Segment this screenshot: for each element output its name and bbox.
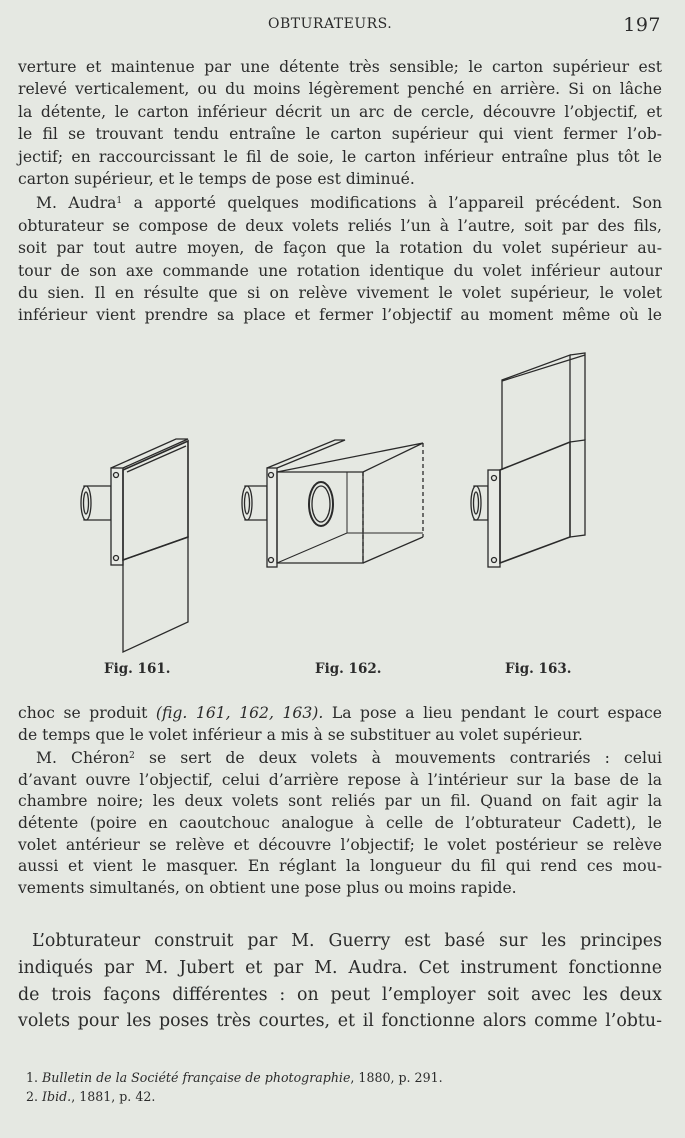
text-line: la détente, le carton inférieur décrit u… — [18, 102, 662, 121]
footnote-number: 1. — [26, 1070, 39, 1085]
figure-reference: (fig. 161, 162, 163). — [155, 704, 324, 722]
text-run: La pose a lieu pendant le court espace — [323, 704, 662, 722]
footnote-ref: 2 — [129, 751, 135, 762]
footnote-title: Ibid. — [42, 1089, 72, 1104]
paragraph-block-2: choc se produit (fig. 161, 162, 163). La… — [18, 703, 662, 899]
text-line: M. Chéron2 se sert de deux volets à mouv… — [18, 746, 662, 770]
author-name: M. Audra — [36, 194, 117, 213]
text-line: volet antérieur se relève et découvre l’… — [18, 835, 662, 854]
paragraph-block-3: L’obturateur construit par M. Guerry est… — [18, 928, 662, 1035]
text-line: M. Audra1 a apporté quelques modificatio… — [18, 190, 662, 214]
text-line: chambre noire; les deux volets sont reli… — [18, 792, 662, 811]
text-line: de temps que le volet inférieur a mis à … — [18, 725, 583, 744]
paragraph-block-1: verture et maintenue par une détente trè… — [18, 56, 662, 327]
figure-162-box-drawing — [241, 439, 424, 568]
text-run: choc se produit — [18, 704, 156, 722]
text-line: aussi et vient le masquer. En réglant la… — [18, 857, 662, 876]
text-line: carton supérieur, et le temps de pose es… — [18, 170, 415, 189]
figure-161-shutter-drawing — [80, 438, 189, 654]
text-line: tour de son axe commande une rotation id… — [18, 261, 662, 280]
text-line: soit par tout autre moyen, de façon que … — [18, 239, 662, 258]
text-line: relevé verticalement, ou du moins légère… — [18, 80, 662, 99]
text-run: se sert de deux volets à mouvements cont… — [134, 749, 662, 768]
footnote-number: 2. — [26, 1089, 39, 1104]
text-line: verture et maintenue par une détente trè… — [18, 58, 662, 76]
footnote-2: 2. Ibid., 1881, p. 42. — [26, 1087, 443, 1106]
figure-caption-161: Fig. 161. — [104, 661, 171, 677]
page-number: 197 — [623, 14, 661, 36]
text-line: choc se produit (fig. 161, 162, 163). La… — [18, 703, 662, 725]
text-line: inférieur vient prendre sa place et ferm… — [18, 306, 662, 325]
text-line: obturateur se compose de deux volets rel… — [18, 216, 662, 235]
text-line: du sien. Il en résulte que si on relève … — [18, 284, 662, 303]
footnote-text: , 1880, p. 291. — [350, 1070, 443, 1085]
text-line: L’obturateur construit par M. Guerry est… — [32, 931, 662, 951]
figure-caption-163: Fig. 163. — [505, 661, 572, 677]
text-line: volets pour les poses très courtes, et i… — [18, 1011, 662, 1032]
text-line: de trois façons différentes : on peut l’… — [18, 984, 662, 1005]
footnote-title: Bulletin de la Société française de phot… — [42, 1070, 351, 1085]
text-line: d’avant ouvre l’objectif, celui d’arrièr… — [18, 770, 662, 789]
text-line: le fil se trouvant tendu entraîne le car… — [18, 125, 662, 144]
text-line: indiqués par M. Jubert et par M. Audra. … — [18, 957, 662, 978]
figure-caption-162: Fig. 162. — [315, 661, 382, 677]
footnote-text: , 1881, p. 42. — [71, 1089, 156, 1104]
footnote-ref: 1 — [116, 196, 123, 207]
text-line: vements simultanés, on obtient une pose … — [18, 878, 517, 897]
footnotes: 1. Bulletin de la Société française de p… — [26, 1068, 443, 1106]
running-title: OBTURATEURS. — [268, 16, 393, 32]
text-line: détente (poire en caoutchouc analogue à … — [18, 813, 662, 832]
text-run: a apporté quelques modifications à l’app… — [122, 194, 662, 213]
author-name: M. Chéron — [36, 749, 130, 768]
text-line: jectif; en raccourcissant le fil de soie… — [18, 147, 662, 166]
figures-illustration — [80, 352, 586, 654]
figure-163-shutter-drawing — [470, 352, 586, 568]
footnote-1: 1. Bulletin de la Société française de p… — [26, 1068, 443, 1087]
